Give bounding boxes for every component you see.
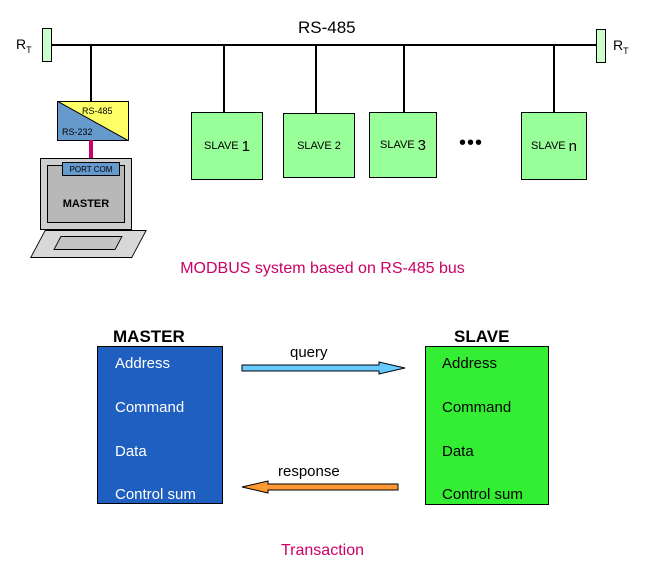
terminator-left-label: RT <box>16 36 32 55</box>
slave-drop-line <box>553 45 555 113</box>
slave-frame <box>425 346 549 505</box>
port-com: PORT COM <box>62 162 120 176</box>
converter-top-label: RS-485 <box>82 106 113 116</box>
slave-title: SLAVE <box>454 327 510 346</box>
master-frame <box>97 346 223 504</box>
master-field-data: Data <box>115 443 147 460</box>
slave-field-data: Data <box>442 443 474 460</box>
slave-drop-line <box>315 45 317 113</box>
terminator-left <box>42 28 52 62</box>
terminator-right <box>596 29 606 63</box>
slave-drop-line <box>223 45 225 113</box>
master-drop-line <box>90 45 92 101</box>
slave-drop-line <box>403 45 405 113</box>
response-label: response <box>278 463 340 480</box>
master-field-address: Address <box>115 355 171 372</box>
terminator-right-label: RT <box>613 37 629 56</box>
query-label: query <box>290 344 328 361</box>
slave-node: SLAVE 2 <box>283 113 355 178</box>
converter-bottom-label: RS-232 <box>62 127 93 137</box>
query-arrow <box>241 361 406 375</box>
master-title: MASTER <box>113 327 185 346</box>
bus-line <box>52 44 598 46</box>
bus-label: RS-485 <box>298 18 356 37</box>
master-field-command: Command <box>115 399 185 416</box>
laptop-keyboard <box>30 230 147 258</box>
rs485-rs232-converter: RS-485 RS-232 <box>57 101 129 141</box>
slave-field-control-sum: Control sum <box>442 486 523 503</box>
bus-caption: MODBUS system based on RS-485 bus <box>180 260 465 277</box>
rs232-cable <box>89 140 93 159</box>
ellipsis: ••• <box>459 132 484 154</box>
transaction-caption: Transaction <box>281 542 364 559</box>
master-pc-label: MASTER <box>62 198 110 210</box>
slave-field-command: Command <box>442 399 512 416</box>
response-arrow <box>241 480 399 494</box>
slave-field-address: Address <box>442 355 498 372</box>
master-field-control-sum: Control sum <box>115 486 196 503</box>
